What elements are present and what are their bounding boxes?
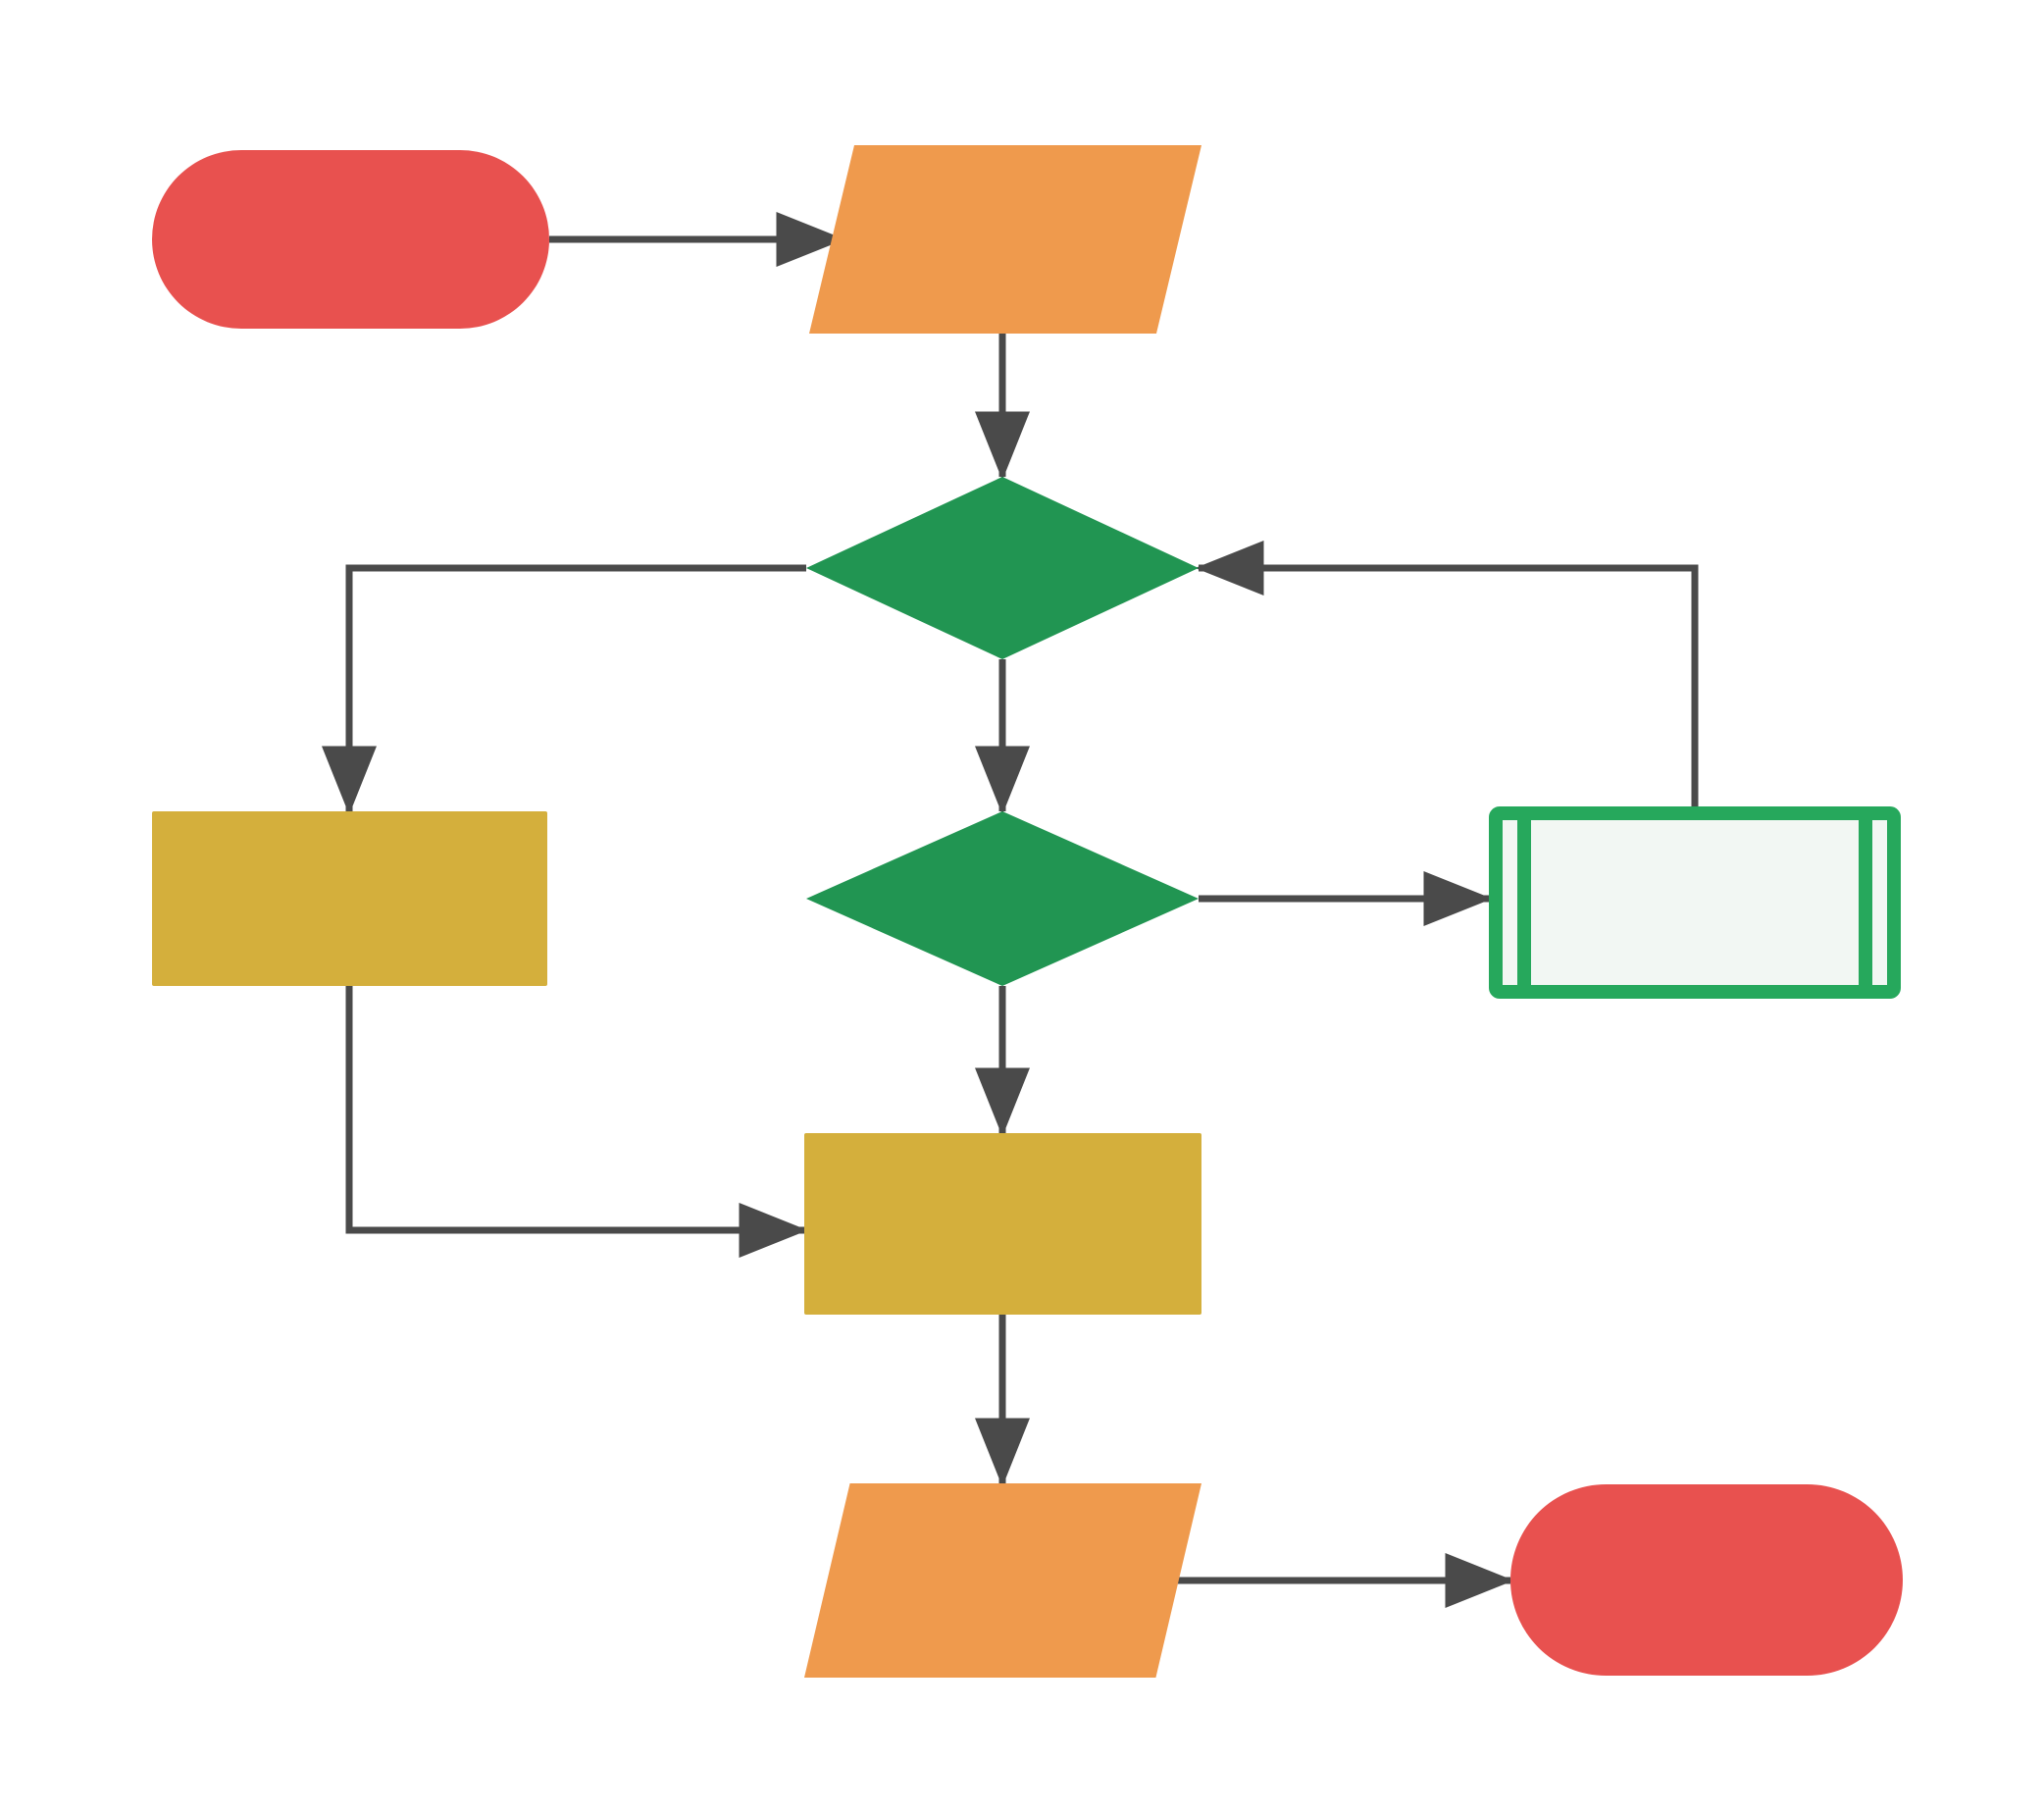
connector-process_left-to-process_center xyxy=(345,986,808,1258)
end-shape xyxy=(1510,1484,1903,1676)
node-start[interactable] xyxy=(152,150,549,329)
connector-line xyxy=(322,564,806,815)
decision1-shape xyxy=(806,477,1199,659)
node-layer xyxy=(152,145,1903,1678)
start-shape xyxy=(152,150,549,329)
subroutine-body xyxy=(1489,806,1901,999)
input-shape xyxy=(809,145,1201,334)
node-end[interactable] xyxy=(1510,1484,1903,1676)
node-process_left[interactable] xyxy=(152,811,547,986)
connector-line xyxy=(345,986,808,1258)
process_left-shape xyxy=(152,811,547,986)
node-process_center[interactable] xyxy=(804,1133,1201,1315)
connector-line xyxy=(1195,541,1699,806)
edge-layer xyxy=(322,212,1699,1608)
process_center-shape xyxy=(804,1133,1201,1315)
node-input[interactable] xyxy=(809,145,1201,334)
connector-subroutine-to-decision1 xyxy=(1195,541,1699,806)
node-decision2[interactable] xyxy=(806,811,1199,986)
output-shape xyxy=(804,1483,1201,1678)
decision2-shape xyxy=(806,811,1199,986)
connector-decision1-to-process_left xyxy=(322,564,806,815)
node-decision1[interactable] xyxy=(806,477,1199,659)
node-subroutine[interactable] xyxy=(1489,806,1901,999)
node-output[interactable] xyxy=(804,1483,1201,1678)
